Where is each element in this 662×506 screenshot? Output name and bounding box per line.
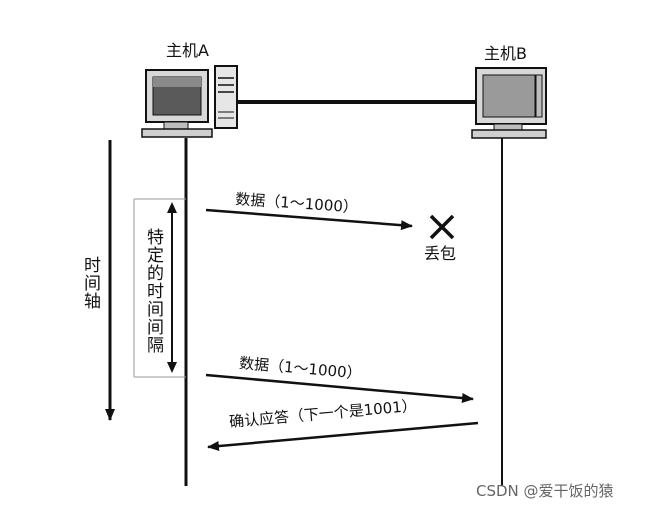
host-a-label: 主机A: [166, 42, 209, 60]
interval-label: 特定的时间间隔: [143, 228, 163, 354]
host-b-computer-icon: [472, 68, 546, 138]
packet-lost-label: 丢包: [424, 245, 456, 263]
watermark: CSDN @爱干饭的猿: [476, 480, 614, 501]
packet-loss-x-icon: [431, 216, 453, 238]
host-b-label: 主机B: [484, 45, 527, 63]
time-axis-label: 时间轴: [80, 256, 100, 310]
host-a-computer-icon: [142, 66, 237, 137]
